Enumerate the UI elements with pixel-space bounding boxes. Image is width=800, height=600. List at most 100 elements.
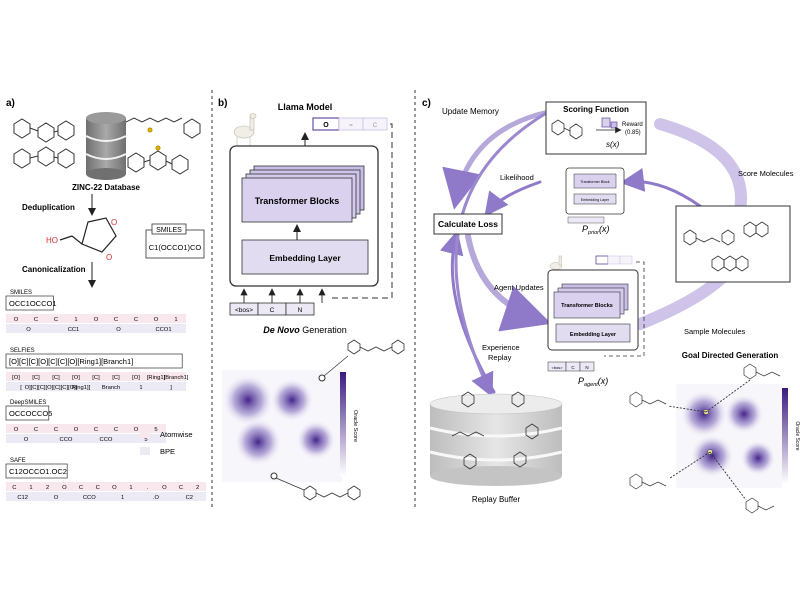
atomwise-token: [O] [72, 375, 80, 381]
bpe-row-bg [6, 382, 186, 391]
bpe-row-bg [6, 324, 186, 333]
molecule-sketch-3 [125, 117, 201, 139]
embedding-label: Embedding Layer [269, 253, 341, 263]
atomwise-token: C [179, 485, 183, 491]
input-token-0: <bos> [235, 307, 253, 314]
bpe-token: O [24, 437, 29, 443]
connector-b2 [275, 477, 305, 491]
legend-atomwise: Atomwise [160, 430, 193, 439]
legend-bpe-swatch [140, 447, 150, 455]
prior-model-mini: Transformer Block Embedding Layer [565, 167, 625, 224]
atomwise-token: 2 [196, 485, 199, 491]
oracle-label-c: Oracle Score [794, 421, 800, 450]
atomwise-row-bg [6, 314, 186, 323]
bpe-token: O [26, 327, 31, 333]
atomwise-token: [O] [132, 375, 140, 381]
atomwise-token: 5 [154, 427, 157, 433]
agent-transformer-label: Transformer Blocks [561, 303, 613, 309]
smiles-callout-title: SMILES [156, 227, 182, 234]
oracle-colorbar-c [782, 388, 788, 484]
scoring-function-box [545, 101, 647, 155]
atomwise-token: C [134, 317, 138, 323]
panel-a-label: a) [6, 98, 15, 109]
dioxolane-molecule [59, 217, 117, 253]
score-molecules-label: Score Molecules [738, 169, 794, 178]
reward-label: Reward [622, 122, 643, 128]
atomwise-token: O [14, 317, 19, 323]
rep-value: OCC1OCCO1 [9, 299, 57, 308]
bpe-token: ] [170, 385, 172, 391]
goal-molecules [629, 363, 781, 514]
molecule-sketch-4 [127, 145, 189, 175]
bpe-token: CCO [100, 437, 113, 443]
update-memory-label: Update Memory [442, 107, 499, 116]
atomwise-token: C [79, 485, 83, 491]
atomwise-token: O [14, 427, 19, 433]
atomwise-token: 1 [174, 317, 177, 323]
sample-molecules-label: Sample Molecules [684, 327, 746, 336]
canon-label: Canonicalization [22, 265, 86, 274]
heatmap-point-b1 [318, 374, 326, 382]
molecule-sketch-b2 [303, 485, 361, 501]
database-icon [85, 112, 127, 180]
panel-c-label: c) [422, 98, 431, 109]
rep-name: SAFE [10, 458, 26, 464]
bpe-token: O [54, 495, 59, 501]
legend-atomwise-swatch [140, 430, 150, 438]
oracle-heatmap-b [222, 370, 342, 482]
input-arrows [240, 288, 326, 303]
atomwise-token: . [147, 485, 149, 491]
bpe-token: C2 [186, 495, 193, 501]
bpe-token: O][C][C][O][C][C][O][ [25, 385, 78, 391]
bpe-token: CCO [60, 437, 73, 443]
rep-value: OCCOCCO5 [9, 409, 52, 418]
rep-header-box [5, 353, 183, 369]
autoregressive-loop [330, 123, 393, 299]
reward-value: (0.85) [625, 130, 641, 136]
bpe-token: CCO [83, 495, 96, 501]
bpe-token: .O [153, 495, 160, 501]
bpe-token: 1 [121, 495, 124, 501]
molecule-sketch-2 [13, 146, 75, 169]
smiles-callout-value: C1(OCCO1)CO [149, 243, 202, 252]
replay-buffer-icon [429, 393, 563, 486]
atomwise-token: 1 [74, 317, 77, 323]
llama-icon [233, 113, 257, 146]
prior-transformer-label: Transformer Block [580, 180, 609, 184]
atomwise-token: [O] [12, 375, 20, 381]
rep-name: SMILES [10, 290, 32, 296]
rep-header-box [5, 463, 68, 479]
output-token-2: C [373, 123, 378, 129]
bpe-token: C12 [17, 495, 28, 501]
agent-input-token-2: N [585, 365, 588, 370]
atomwise-token: C [12, 485, 16, 491]
transformer-stack: Transformer Blocks [241, 165, 365, 223]
experience-replay-label-2: Replay [488, 353, 512, 362]
dashed-connectors-c [667, 379, 751, 501]
rep-value: [O][C][C][O][C][C][O][Ring1][Branch1] [9, 357, 133, 366]
rep-name: DeepSMILES [10, 400, 46, 406]
atom-o-bottom: O [106, 253, 112, 262]
atomwise-token: C [54, 317, 58, 323]
bpe-token: CCO1 [155, 327, 171, 333]
scoring-function-title: Scoring Function [563, 105, 629, 114]
atomwise-token: [C] [92, 375, 100, 381]
atomwise-token: 2 [46, 485, 49, 491]
output-token-1: = [349, 123, 353, 129]
bpe-token: CC1 [68, 327, 80, 333]
oracle-heatmap-c [676, 384, 782, 488]
smiles-callout: SMILES C1(OCCO1)CO [145, 223, 205, 259]
atomwise-token: [Ring1] [147, 375, 166, 381]
replay-buffer-label: Replay Buffer [472, 495, 521, 504]
bpe-token: Ring1][ [72, 385, 91, 391]
likelihood-label: Likelihood [500, 173, 534, 182]
rep-header-box [5, 295, 54, 311]
panel-b-label: b) [218, 98, 227, 109]
calculate-loss-label: Calculate Loss [438, 219, 498, 229]
bpe-token: 5 [144, 437, 147, 443]
atomwise-token: [Branch1] [164, 375, 189, 381]
oracle-flask-icon [601, 117, 618, 129]
llama-title: Llama Model [278, 102, 333, 112]
